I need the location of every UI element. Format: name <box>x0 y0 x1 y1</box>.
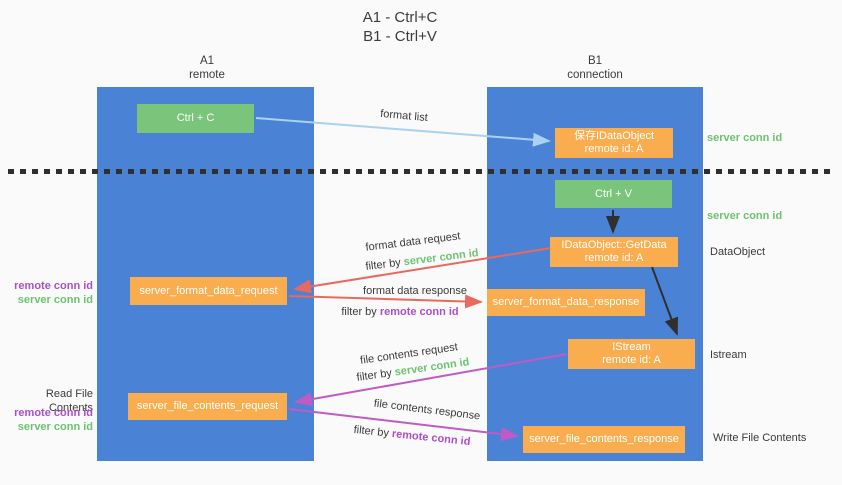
filter-by-text-2: filter by <box>341 306 377 318</box>
label-write-file-contents: Write File Contents <box>713 432 807 444</box>
filter-by-text-4: filter by <box>353 423 390 440</box>
label-remote-conn-id-left-1: remote conn id <box>14 280 93 292</box>
filter-key-remote-conn-id-2: remote conn id <box>391 427 471 449</box>
node-server-file-contents-request: server_file_contents_request <box>128 393 287 420</box>
label-server-conn-id-right-1: server conn id <box>707 132 783 144</box>
node-ctrl-c-label: Ctrl + C <box>176 112 215 124</box>
title-line-2: B1 - Ctrl+V <box>363 28 437 45</box>
label-remote-conn-id-left-2: remote conn id <box>14 407 93 419</box>
column-b1-name: B1 <box>587 55 603 67</box>
node-server-file-contents-response-label: server_file_contents_response <box>529 433 679 445</box>
label-format-list: format list <box>379 107 429 125</box>
label-group-left-conn-ids-1: remote conn id server conn id <box>0 279 93 307</box>
label-group-left-conn-ids-2: remote conn id server conn id <box>0 406 93 434</box>
node-istream-line1: IStream <box>612 341 651 353</box>
node-server-format-data-response: server_format_data_response <box>487 289 645 316</box>
label-dataobject: DataObject <box>710 246 766 258</box>
node-save-dataobject-line2: remote id: A <box>584 143 644 155</box>
node-getdata-line2: remote id: A <box>584 252 644 264</box>
node-save-dataobject: 保存IDataObject remote id: A <box>555 128 673 158</box>
column-header-a1: A1 remote <box>142 54 272 82</box>
label-server-conn-id-left-1: server conn id <box>17 294 93 306</box>
node-getdata-line1: IDataObject::GetData <box>561 239 667 251</box>
column-b1-subtitle: connection <box>567 69 623 81</box>
node-getdata: IDataObject::GetData remote id: A <box>550 237 678 267</box>
column-header-b1: B1 connection <box>530 54 660 82</box>
node-server-format-data-request: server_format_data_request <box>130 277 287 305</box>
node-server-file-contents-request-label: server_file_contents_request <box>136 400 279 412</box>
filter-key-remote-conn-id-1: remote conn id <box>379 306 459 318</box>
diagram-title: A1 - Ctrl+C B1 - Ctrl+V <box>280 8 520 46</box>
column-a1-subtitle: remote <box>189 69 225 81</box>
node-istream-line2: remote id: A <box>602 354 661 366</box>
node-server-format-data-response-label: server_format_data_response <box>492 296 640 308</box>
column-a1-name: A1 <box>199 55 215 67</box>
title-line-1: A1 - Ctrl+C <box>362 9 438 26</box>
filter-by-text-3: filter by <box>355 367 393 384</box>
node-istream: IStream remote id: A <box>568 339 695 369</box>
filter-by-text-1: filter by <box>364 256 402 273</box>
node-ctrl-v-label: Ctrl + V <box>595 187 632 200</box>
label-istream: Istream <box>710 349 747 361</box>
section-divider <box>8 169 832 174</box>
label-file-contents-response: file contents response <box>373 397 481 423</box>
node-ctrl-v: Ctrl + V <box>555 180 672 208</box>
label-server-conn-id-right-2: server conn id <box>707 210 783 222</box>
node-server-file-contents-response: server_file_contents_response <box>523 426 685 453</box>
node-save-dataobject-line1: 保存IDataObject <box>573 130 655 142</box>
label-format-data-response: format data response <box>363 285 467 297</box>
node-server-format-data-request-label: server_format_data_request <box>139 284 278 297</box>
label-read-file-contents: Read File Contents <box>45 388 93 414</box>
node-ctrl-c: Ctrl + C <box>137 104 254 133</box>
label-server-conn-id-left-2: server conn id <box>17 421 93 433</box>
filter-key-server-conn-id-1: server conn id <box>403 247 480 269</box>
